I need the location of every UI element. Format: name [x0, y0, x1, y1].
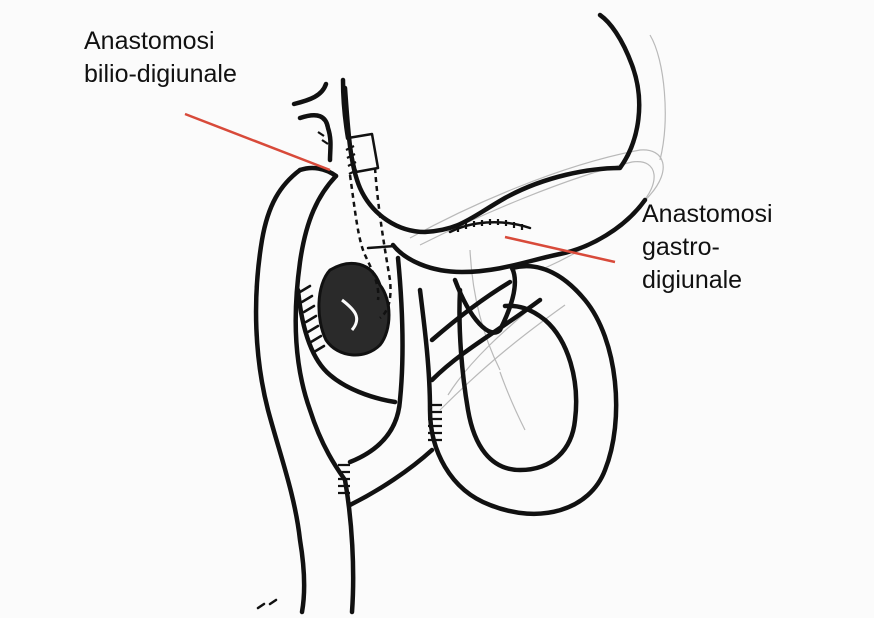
label-gastro-line3: digiunale — [642, 264, 773, 297]
jejunum-dotted-end — [258, 600, 276, 608]
label-gastro-digiunale: Anastomosi gastro- digiunale — [642, 198, 773, 297]
loop-cross-limb-2 — [432, 300, 540, 380]
label-bilio-line2: bilio-digiunale — [84, 58, 237, 91]
pencil-sketch — [410, 35, 665, 430]
label-bilio-line1: Anastomosi — [84, 25, 237, 58]
label-gastro-line2: gastro- — [642, 231, 773, 264]
label-bilio-digiunale: Anastomosi bilio-digiunale — [84, 25, 237, 91]
stomach-outline — [345, 15, 639, 232]
duct-connector — [368, 246, 395, 248]
pointer-line-bilio — [185, 114, 330, 170]
jejunal-limb-outer — [256, 170, 304, 612]
jejunal-limb-inner — [296, 176, 353, 612]
hepatic-duct-left — [294, 84, 326, 104]
pancreatic-remnant — [319, 263, 389, 355]
jejunal-loop-outer — [420, 266, 616, 514]
common-duct-left — [300, 115, 331, 160]
label-gastro-line1: Anastomosi — [642, 198, 773, 231]
limb-top-cap — [300, 168, 336, 176]
